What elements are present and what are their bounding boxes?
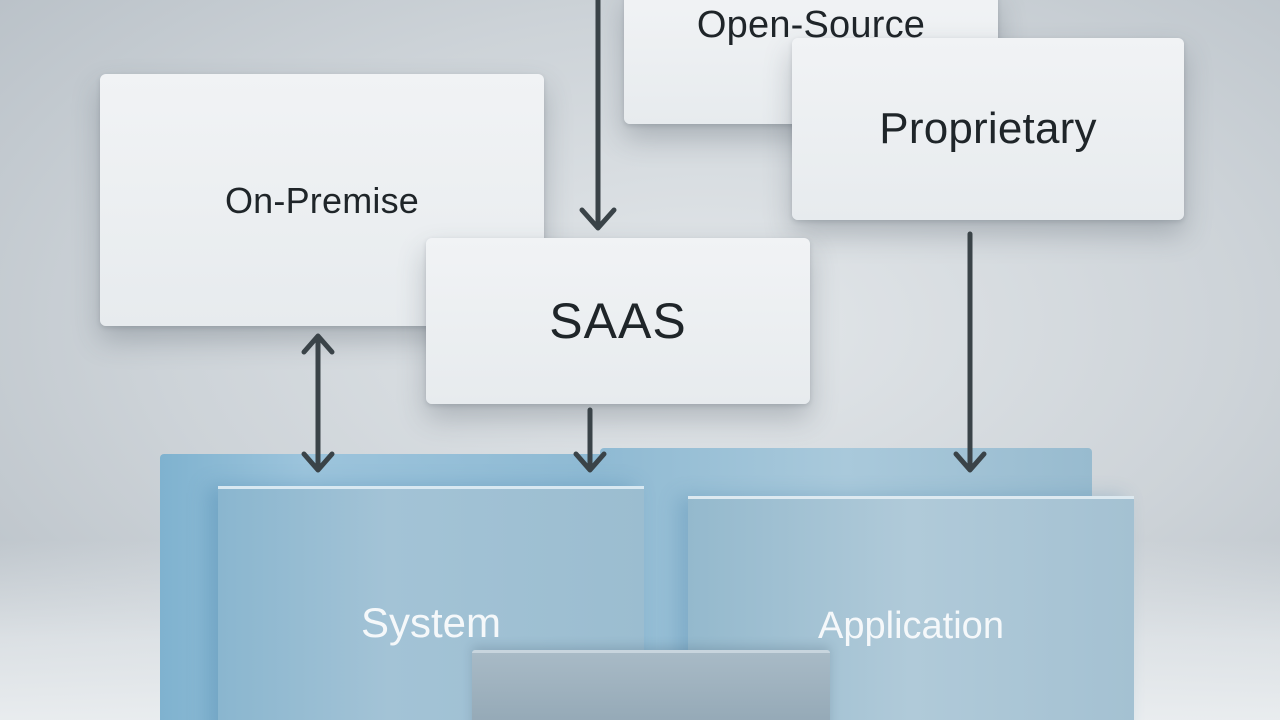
saas-label: SAAS: [549, 293, 687, 349]
system-block-label: System: [360, 598, 502, 646]
arrow-on-premise-system: [301, 333, 335, 473]
arrow-top-to-saas: [579, 0, 617, 231]
proprietary-label: Proprietary: [879, 104, 1097, 153]
on-premise-label: On-Premise: [224, 180, 420, 221]
application-block-label: Application: [818, 605, 1004, 647]
saas-card: SAAS: [426, 238, 810, 404]
front-block: [472, 650, 830, 720]
proprietary-card: Proprietary: [792, 38, 1184, 220]
arrow-proprietary-to-application: [953, 231, 987, 473]
